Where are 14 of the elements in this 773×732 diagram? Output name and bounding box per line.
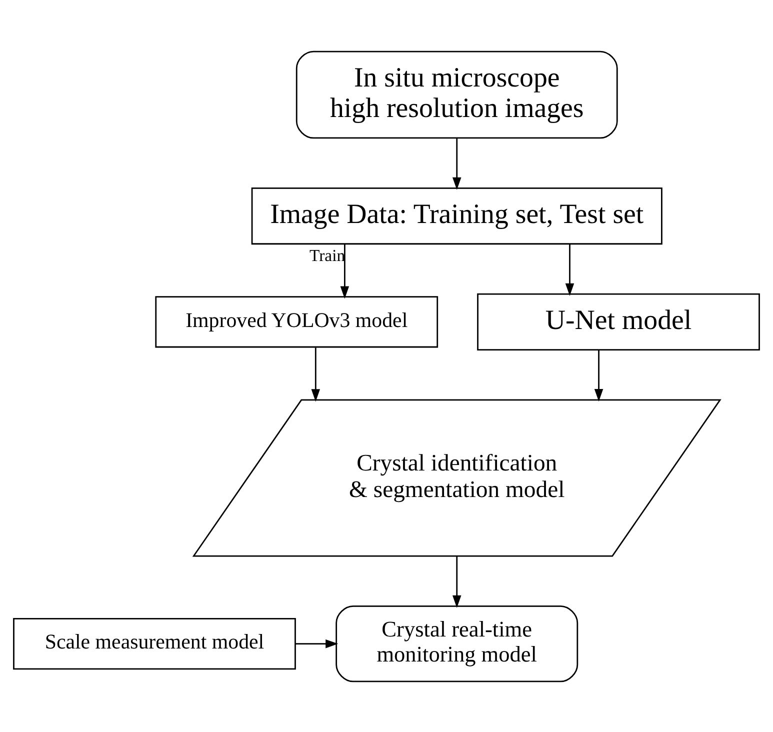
arrow: [452, 556, 462, 608]
node-box: Image Data: Training set, Test set: [251, 186, 662, 244]
arrow: [340, 244, 350, 298]
node-box: In situ microscope high resolution images: [296, 50, 618, 138]
arrow: [296, 638, 338, 648]
arrow: [452, 138, 462, 190]
node-box: Scale measurement model: [13, 618, 296, 670]
edge-label: Train: [309, 245, 346, 264]
node-box: U-Net model: [477, 292, 760, 350]
arrow: [565, 244, 574, 296]
node-box: Crystal real-time monitoring model: [336, 604, 578, 682]
node-box: Improved YOLOv3 model: [155, 296, 438, 348]
arrow: [594, 349, 604, 402]
arrow: [311, 347, 320, 402]
